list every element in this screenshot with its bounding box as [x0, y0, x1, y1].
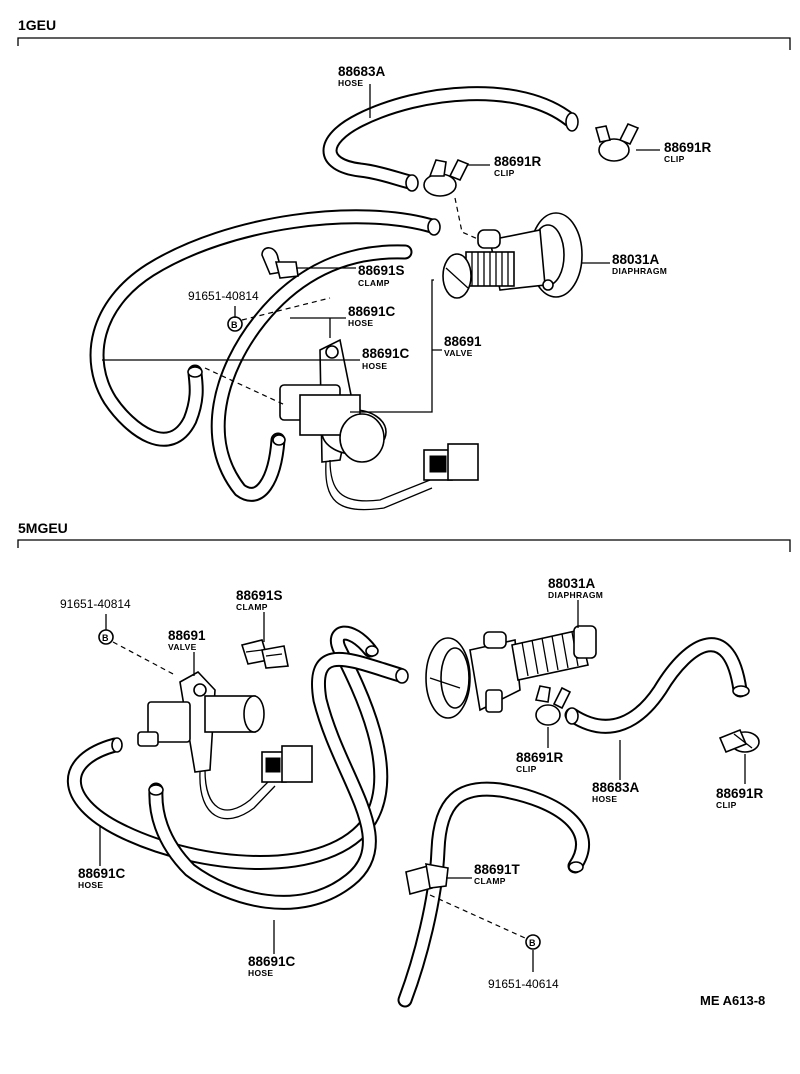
bottom-sublabel-hose-b: HOSE — [248, 968, 273, 978]
top-valve-bracket — [350, 279, 442, 413]
bottom-diaphragm-88031a-drawing — [425, 625, 597, 719]
bottom-bolt2-b-marker: B — [525, 934, 541, 950]
top-label-88683a: 88683A — [338, 64, 386, 79]
top-valve-88691-drawing — [279, 338, 479, 511]
top-clip-88691r-b-drawing — [594, 122, 640, 162]
bottom-bolt-b-marker: B — [98, 629, 114, 645]
top-clamp-88691s-drawing — [261, 247, 299, 279]
bottom-hose-88691t-drawing — [397, 781, 590, 1008]
bottom-label-88691c-a: 88691C — [78, 866, 126, 881]
bottom-label-88691r-a: 88691R — [516, 750, 564, 765]
bottom-sublabel-clip-b: CLIP — [716, 800, 737, 810]
top-label-88691r-b: 88691R — [664, 140, 712, 155]
bottom-label-88031a: 88031A — [548, 576, 596, 591]
top-label-bolt-code: 91651-40814 — [188, 289, 259, 303]
top-sublabel-clip-a: CLIP — [494, 168, 515, 178]
bottom-sublabel-hose-88683a: HOSE — [592, 794, 617, 804]
top-sublabel-diaphragm: DIAPHRAGM — [612, 266, 667, 276]
top-sublabel-valve: VALVE — [444, 348, 473, 358]
top-sublabel-clamp: CLAMP — [358, 278, 390, 288]
top-dash-bolt — [241, 297, 331, 321]
top-clip-88691r-a-drawing — [423, 158, 470, 197]
top-sublabel-hose: HOSE — [338, 78, 363, 88]
bottom-sublabel-diaphragm: DIAPHRAGM — [548, 590, 603, 600]
top-dash-hose-valve — [204, 367, 286, 406]
bottom-sublabel-valve: VALVE — [168, 642, 197, 652]
section-label-1geu: 1GEU — [18, 17, 56, 33]
bottom-sublabel-clip-a: CLIP — [516, 764, 537, 774]
bottom-sublabel-clamp: CLAMP — [236, 602, 268, 612]
bottom-dash-bolt2 — [429, 894, 526, 939]
bottom-label-88691s: 88691S — [236, 588, 283, 603]
bottom-clamp-88691s-drawing — [240, 639, 289, 669]
top-label-88691s: 88691S — [358, 263, 405, 278]
top-diaphragm-88031a-drawing — [442, 212, 583, 299]
top-hose-88691c-loop-drawing — [89, 209, 441, 502]
bottom-clip-88691r-b-drawing — [718, 728, 760, 754]
bottom-clip-88691r-a-drawing — [534, 685, 572, 726]
section-bracket-bottom — [17, 539, 791, 552]
top-bolt-b-marker: B — [227, 316, 243, 332]
top-label-88691: 88691 — [444, 334, 482, 349]
bottom-hose-88683a-drawing — [564, 637, 750, 734]
top-leader-hose-a — [290, 317, 346, 338]
section-label-5mgeu: 5MGEU — [18, 520, 68, 536]
diagram-reference-code: ME A613-8 — [700, 993, 765, 1008]
top-label-88031a: 88031A — [612, 252, 660, 267]
svg-text:B: B — [102, 633, 109, 643]
bottom-dash-bolt — [112, 641, 176, 676]
bottom-label-88691t: 88691T — [474, 862, 521, 877]
svg-text:B: B — [231, 320, 238, 330]
top-sublabel-hose-b: HOSE — [362, 361, 387, 371]
bottom-sublabel-clamp-t: CLAMP — [474, 876, 506, 886]
top-label-88691c-a: 88691C — [348, 304, 396, 319]
top-hose-88683a-drawing — [322, 86, 579, 192]
bottom-label-88691: 88691 — [168, 628, 206, 643]
bottom-sublabel-hose-a: HOSE — [78, 880, 103, 890]
bottom-label-88691c-b: 88691C — [248, 954, 296, 969]
bottom-label-bolt2-code: 91651-40614 — [488, 977, 559, 991]
top-sublabel-clip-b: CLIP — [664, 154, 685, 164]
section-bracket-top — [17, 37, 791, 50]
bottom-valve-88691-drawing — [137, 670, 313, 820]
svg-text:B: B — [529, 938, 536, 948]
bottom-label-88691r-b: 88691R — [716, 786, 764, 801]
bottom-label-bolt-code: 91651-40814 — [60, 597, 131, 611]
bottom-hose-88691c-drawing — [66, 625, 409, 910]
top-label-88691r-a: 88691R — [494, 154, 542, 169]
top-label-88691c-b: 88691C — [362, 346, 410, 361]
bottom-label-88683a: 88683A — [592, 780, 640, 795]
top-sublabel-hose-a: HOSE — [348, 318, 373, 328]
top-dash-clip-to-diaphragm — [454, 197, 481, 241]
